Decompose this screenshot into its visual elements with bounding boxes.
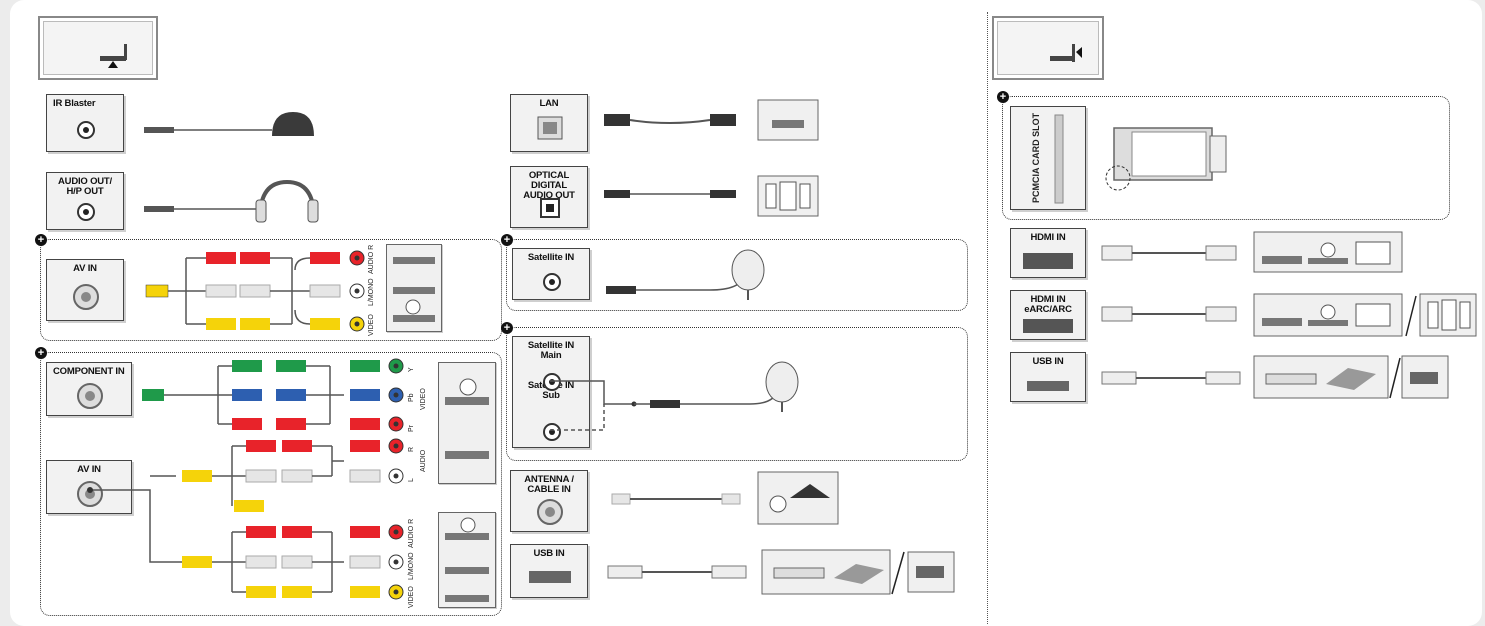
component-jack-icon [77, 383, 103, 409]
satellite-main-label: Satellite IN [527, 340, 575, 351]
av-in-jack-icon [73, 284, 99, 310]
hdmi-earc-label-2: eARC/ARC [1024, 304, 1072, 315]
satellite-in-label: Satellite IN [527, 252, 575, 263]
pcmcia-slot: PCMCIA CARD SLOT [1010, 106, 1086, 210]
usb-hub-icon [773, 567, 825, 579]
av-in-port: AV IN [46, 259, 124, 321]
antenna-cable [611, 471, 839, 525]
ir-jack-icon [77, 121, 95, 139]
antenna-port: ANTENNA / CABLE IN [510, 470, 588, 532]
plus-icon: + [35, 234, 47, 246]
bluray-icon [1308, 258, 1348, 264]
laptop-icon [1355, 241, 1391, 265]
satellite-main-sub-zone [506, 327, 968, 461]
antenna-label: ANTENNA / [524, 474, 574, 485]
plus-icon: + [997, 91, 1009, 103]
av-in-2-jack-icon [77, 481, 103, 507]
usb-stick-icon [916, 566, 944, 578]
component-devices-box [438, 362, 496, 484]
tv-side-icon-right [992, 16, 1104, 80]
ir-blaster-port: IR Blaster [46, 94, 124, 152]
usb-in-port-right: USB IN [1010, 352, 1086, 402]
ir-blaster-icon [272, 112, 314, 136]
component-zone [40, 352, 502, 616]
router-icon [772, 120, 804, 128]
av-in-2-label: AV IN [77, 464, 101, 475]
pcmcia-zone [1002, 96, 1450, 220]
hp-out-label: H/P OUT [66, 186, 104, 197]
satellite-zone [506, 239, 968, 311]
hdmi-earc-port: HDMI IN eARC/ARC [1010, 290, 1086, 340]
component-in-label: COMPONENT IN [53, 366, 125, 377]
panel-divider [987, 12, 988, 624]
av-in-label: AV IN [73, 263, 97, 274]
sheet: IR Blaster AUDIO OUT/ H/P OUT + AV IN [10, 0, 1482, 626]
antenna-jack-icon [537, 499, 563, 525]
hard-drive-icon [834, 564, 884, 584]
satellite-main-jack-icon [543, 373, 561, 391]
usb-in-label-right: USB IN [1032, 356, 1064, 367]
satellite-jack-icon [543, 273, 561, 291]
ir-blaster-label: IR Blaster [53, 98, 96, 109]
tv-rear-icon-left [38, 16, 158, 80]
audio-out-port: AUDIO OUT/ H/P OUT [46, 172, 124, 230]
satellite-main-sub-label: Main [540, 350, 562, 361]
optical-port: OPTICAL DIGITAL AUDIO OUT [510, 166, 588, 228]
audio-out-label: AUDIO OUT/ [58, 176, 112, 187]
optical-label: OPTICAL DIGITAL [528, 170, 570, 191]
lan-port: LAN [510, 94, 588, 152]
cable-in-label: CABLE IN [527, 484, 571, 495]
usb-in-label-mid: USB IN [533, 548, 565, 559]
pcmcia-card [1105, 127, 1227, 191]
component-in-port: COMPONENT IN [46, 362, 132, 416]
speaker-icon [779, 181, 797, 211]
hdmi-earc-label: HDMI IN [1030, 294, 1066, 305]
av-in-zone [40, 239, 502, 341]
hdmi-in-port: HDMI IN [1010, 228, 1086, 278]
usb-in-port-mid: USB IN [510, 544, 588, 598]
satellite-in-port: Satellite IN [512, 248, 590, 300]
satellite-cable [606, 249, 765, 300]
optical-label-2: AUDIO OUT [523, 190, 575, 201]
usb-cable-mid [607, 549, 955, 595]
house-antenna-icon [790, 484, 830, 498]
satellite-main-sub-cables [550, 361, 799, 431]
middle-top-cables [604, 99, 819, 217]
hdmi-in-label: HDMI IN [1030, 232, 1066, 243]
soundbar-icon [1441, 299, 1457, 331]
plus-icon: + [501, 322, 513, 334]
plus-icon: + [501, 234, 513, 246]
av-in-2-port: AV IN [46, 460, 132, 514]
av-in-cables [145, 250, 365, 332]
av-devices-box [386, 244, 442, 332]
left-top-cables [144, 112, 319, 223]
av2-devices-box [438, 512, 496, 608]
satellite-sub-jack-icon [543, 423, 561, 441]
settop-box-icon [1262, 256, 1302, 264]
plus-icon: + [35, 347, 47, 359]
satellite-sub-sub-label: Sub [542, 390, 560, 401]
right-cables [1101, 231, 1477, 399]
lan-label: LAN [539, 98, 559, 109]
audio-jack-icon [77, 203, 95, 221]
component-cables [87, 358, 404, 600]
